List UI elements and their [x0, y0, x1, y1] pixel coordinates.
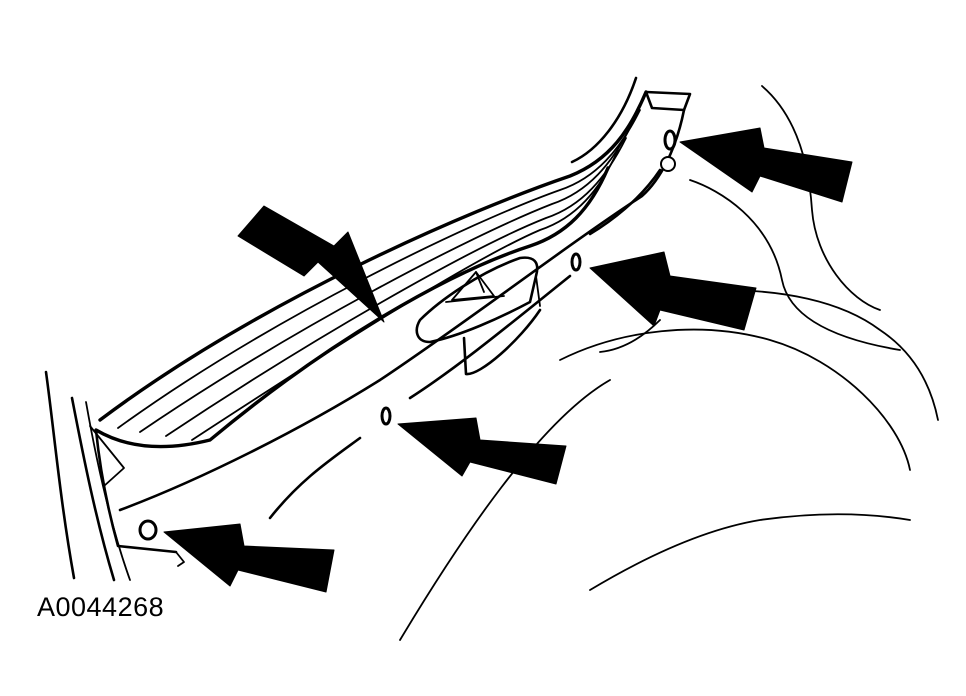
body-contours: [399, 76, 939, 641]
scuff-plate: [44, 90, 692, 582]
hole-upper-round: [660, 156, 676, 172]
latch-housing: [415, 256, 542, 376]
retainer-holes: [138, 129, 677, 541]
hole-center: [570, 252, 582, 272]
hole-upper: [663, 129, 677, 151]
arrow-lower-center-icon: [397, 417, 567, 485]
arrow-upper-icon: [679, 127, 853, 203]
callout-arrows: [163, 127, 853, 593]
figure-id-label: A0044268: [37, 592, 165, 622]
hole-lower: [138, 519, 158, 541]
arrow-panel-edge-icon: [237, 205, 385, 323]
hole-lower-center: [380, 406, 392, 426]
arrow-center-icon: [589, 251, 757, 331]
arrow-lower-icon: [163, 523, 335, 593]
